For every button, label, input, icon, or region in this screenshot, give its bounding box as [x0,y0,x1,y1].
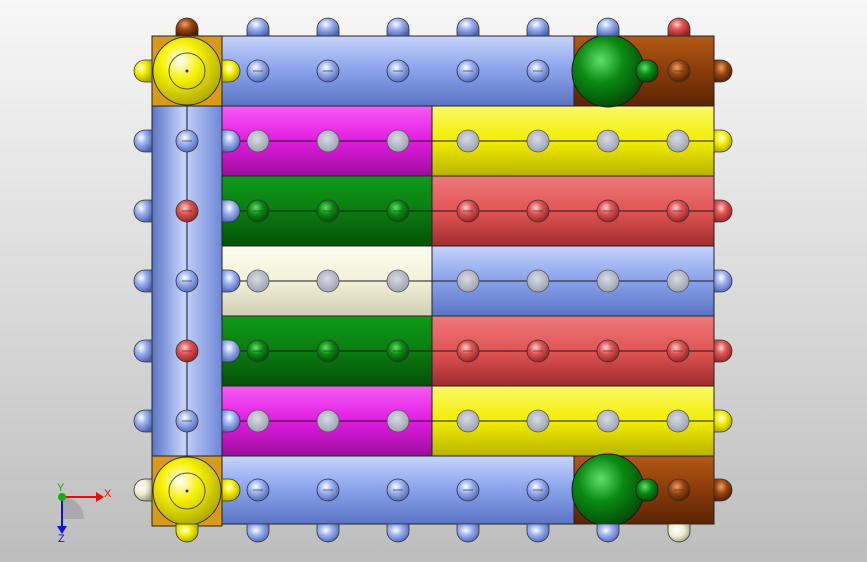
column-right-stud-row-2 [221,199,241,223]
row-1-right-hole-1 [456,129,480,153]
y-axis-label: Y [57,482,65,494]
row-3-right-hole-2 [526,269,550,293]
column-right-stud-row-4 [221,339,241,363]
top-green-hub [571,34,645,108]
row-5-right-hole-3 [596,409,620,433]
row-5-left-hole-3 [386,409,410,433]
top-left-hub-center [185,69,189,73]
left-stud-row-4 [133,339,153,363]
row-3-left-hole-3 [386,269,410,293]
left-hub-right-stud [221,59,241,83]
top-stud-2 [316,17,340,37]
row-5-left-hole-1 [246,409,270,433]
row-3-left-hole-2 [316,269,340,293]
row-1-right-hole-4 [666,129,690,153]
top-stud-left-corner [175,17,199,37]
right-stud-row-3 [713,269,733,293]
bottom-stud-1 [246,523,270,543]
row-5-right-hole-4 [666,409,690,433]
triad-quadrant [62,497,84,519]
left-stud-bottom-hub [133,478,153,502]
bottom-stud-2 [316,523,340,543]
column-right-stud-row-1 [221,129,241,153]
top-stud-1 [246,17,270,37]
right-stud-top [713,59,733,83]
bottom-green-hub [571,453,645,527]
bottom-left-hub-ring [168,472,206,510]
left-stud-top-hub [133,59,153,83]
x-axis-label: X [104,488,112,500]
bottom-stud-3 [386,523,410,543]
x-axis-arrowhead [96,492,104,502]
left-stud-row-3 [133,269,153,293]
top-stud-6 [596,17,620,37]
row-5-right-hole-1 [456,409,480,433]
row-3-right-hole-4 [666,269,690,293]
z-axis-label: Z [58,533,65,545]
bottom-stud-right-corner [667,523,691,543]
row-1-left-hole-3 [386,129,410,153]
right-stud-row-2 [713,199,733,223]
bottom-stud-4 [456,523,480,543]
row-1-left-hole-2 [316,129,340,153]
top-stud-3 [386,17,410,37]
row-1-right-hole-3 [596,129,620,153]
row-3-right-hole-1 [456,269,480,293]
bottom-stud-left-corner [175,523,199,543]
row-1-left-hole-1 [246,129,270,153]
left-stud-row-5 [133,409,153,433]
left-hub-bottom-right-stud [221,478,241,502]
top-green-hub-stub [635,59,659,83]
row-1-right-hole-2 [526,129,550,153]
column-right-stud-row-5 [221,409,241,433]
z-axis-arrowhead [57,526,67,534]
right-stud-row-4 [713,339,733,363]
right-stud-row-1 [713,129,733,153]
row-5-left-hole-2 [316,409,340,433]
right-stud-bottom [713,478,733,502]
bottom-green-hub-stub [635,478,659,502]
bottom-stud-5 [526,523,550,543]
top-stud-right-corner [667,17,691,37]
bottom-stud-6 [596,523,620,543]
row-3-right-hole-3 [596,269,620,293]
left-stud-row-2 [133,199,153,223]
top-stud-4 [456,17,480,37]
bottom-left-hub-center [185,489,189,493]
top-stud-5 [526,17,550,37]
y-axis-dot [58,493,66,501]
top-left-hub-ring [168,52,206,90]
row-3-left-hole-1 [246,269,270,293]
row-5-right-hole-2 [526,409,550,433]
left-stud-row-1 [133,129,153,153]
column-right-stud-row-3 [221,269,241,293]
right-stud-row-5 [713,409,733,433]
